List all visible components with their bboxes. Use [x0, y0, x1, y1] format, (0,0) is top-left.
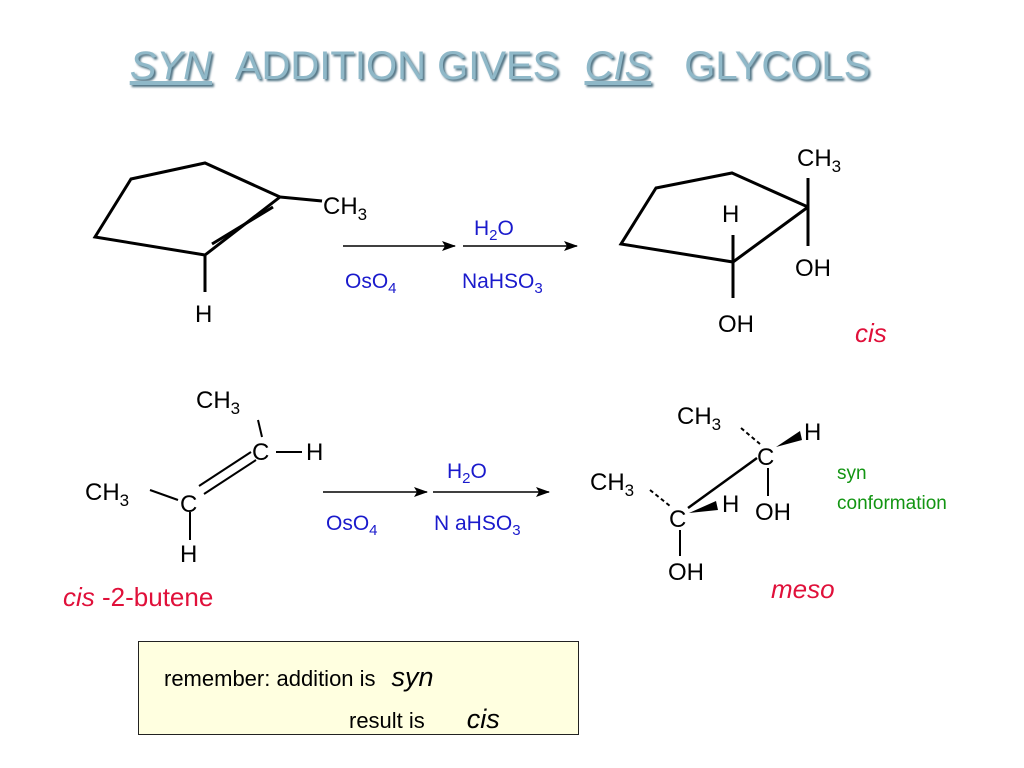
- reaction1-reagent-oso4: OsO4: [345, 270, 397, 297]
- title-cis: CIS: [584, 44, 652, 88]
- product2-label-meso: meso: [771, 574, 835, 604]
- double-bond-inner: [211, 205, 274, 246]
- top-methyl-bond: [257, 419, 263, 438]
- title-syn: SYN: [129, 44, 212, 88]
- reactant-1-methylcyclopentene: [92, 161, 323, 292]
- upper-methyl-dash-bond: [740, 427, 761, 445]
- title-glycols: GLYCOLS: [684, 44, 871, 88]
- reminder-line2-text: result is: [349, 708, 425, 733]
- product2-upper-oh: OH: [755, 499, 791, 526]
- reactant2-top-methyl: CH3: [196, 387, 240, 418]
- reaction1-reagent-h2o: H2O: [474, 217, 514, 244]
- product1-oh-upper: OH: [795, 255, 831, 282]
- product2-lower-methyl: CH3: [590, 469, 634, 500]
- reminder-line1: remember: addition is syn: [164, 662, 434, 693]
- methyl-bond: [279, 195, 323, 203]
- reminder-line1-em: syn: [391, 662, 434, 692]
- double-bond-a: [198, 451, 252, 487]
- lower-h-wedge: [689, 501, 718, 513]
- product2-lower-c: C: [669, 506, 686, 533]
- product1-methyl: CH3: [797, 145, 841, 176]
- product1-oh-lower: OH: [718, 311, 754, 338]
- product2-upper-c: C: [757, 444, 774, 471]
- upper-h-wedge: [776, 431, 802, 447]
- reminder-line2: result is cis: [349, 704, 500, 735]
- reaction1-reagent-nahso3: NaHSO3: [462, 270, 543, 297]
- title-addition-gives: ADDITION GIVES: [234, 44, 560, 88]
- reaction2-reagent-h2o: H2O: [447, 460, 487, 487]
- product2-conformation-line2: conformation: [837, 493, 947, 514]
- product2-bonds: [649, 427, 769, 556]
- c-c-bond: [687, 456, 758, 510]
- slide-title: SYN ADDITION GIVES CIS GLYCOLS: [0, 44, 1000, 89]
- product-1-cis-diol: [618, 171, 810, 298]
- product1-h: H: [722, 201, 739, 228]
- reactant2-top-c: C: [252, 439, 269, 466]
- product2-lower-h: H: [722, 491, 739, 518]
- product1-label-cis: cis: [855, 318, 887, 348]
- reactant2-bottom-h: H: [180, 541, 197, 568]
- product2-lower-oh: OH: [668, 559, 704, 586]
- reaction2-reagent-oso4: OsO4: [326, 512, 378, 539]
- product2-upper-h: H: [804, 419, 821, 446]
- reactant1-h: H: [195, 301, 212, 328]
- lower-methyl-dash-bond: [649, 489, 671, 507]
- reactant2-top-h: H: [306, 439, 323, 466]
- left-methyl-bond: [149, 489, 179, 501]
- product2-upper-methyl: CH3: [677, 403, 721, 434]
- reactant2-bottom-c: C: [180, 491, 197, 518]
- ring-bonds: [92, 161, 281, 257]
- reminder-line2-em: cis: [466, 704, 500, 734]
- reactant2-bonds: [149, 419, 302, 540]
- reminder-line1-text: remember: addition is: [164, 666, 376, 691]
- reactant2-label: cis -2-butene: [63, 582, 213, 612]
- reactant2-left-methyl: CH3: [85, 479, 129, 510]
- reminder-box: remember: addition is syn result is cis: [138, 641, 579, 735]
- product-ring-bonds: [618, 171, 809, 264]
- reaction2-reagent-nahso3: N aHSO3: [434, 512, 521, 539]
- reactant1-methyl: CH3: [323, 193, 367, 224]
- product2-conformation-line1: syn: [837, 463, 867, 484]
- double-bond-b: [203, 459, 257, 495]
